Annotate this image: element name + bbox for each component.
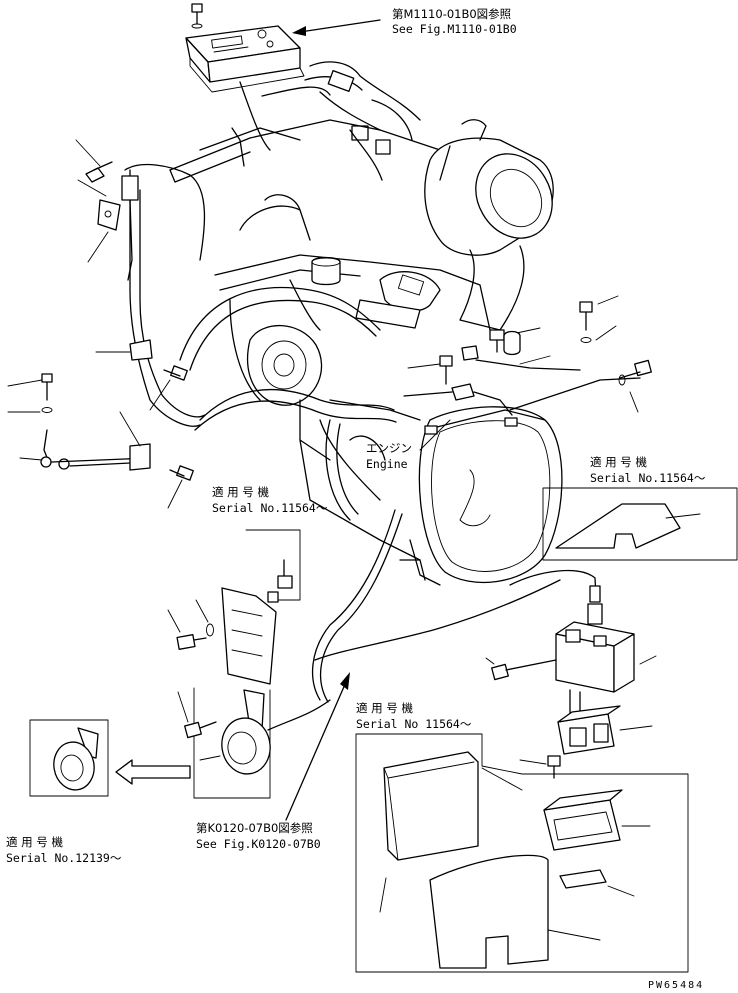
reference-arrow-bottom (285, 672, 350, 821)
air-cleaner (424, 119, 554, 331)
battery-cover-callout (355, 733, 689, 973)
left-harness (121, 163, 397, 521)
left-bracket (75, 139, 121, 263)
engine-label: エンジン Engine (366, 419, 451, 471)
screw-top (191, 3, 203, 29)
serial-c-jp: 適 用 号 機 (356, 701, 413, 715)
engine-block (214, 194, 491, 586)
serial-d-jp: 適 用 号 機 (6, 835, 63, 849)
horn-bracket-area (167, 529, 301, 685)
serial-b-jp: 適 用 号 機 (212, 485, 269, 499)
wiring-harness (239, 61, 421, 181)
horn-main (177, 687, 271, 799)
horn-callout (29, 719, 191, 797)
plate-callout (542, 487, 738, 561)
ref-bottom-en: See Fig.K0120-07B0 (196, 837, 321, 851)
clamp-left-mid (95, 339, 188, 411)
ref-top-jp: 第M1110-01B0図参照 (392, 7, 511, 21)
right-fasteners (403, 295, 652, 416)
engine-label-jp: エンジン (366, 441, 412, 455)
ref-top-en: See Fig.M1110-01B0 (392, 22, 517, 36)
engine-label-en: Engine (366, 457, 408, 471)
text-labels: 第M1110-01B0図参照 See Fig.M1110-01B0 適 用 号 … (6, 7, 706, 991)
flywheel-housing (418, 406, 563, 584)
chassis-frame (169, 119, 471, 183)
monitor-panel (185, 25, 305, 93)
ground-wire-left (7, 373, 194, 509)
ref-bottom-jp: 第K0120-07B0図参照 (196, 821, 313, 835)
serial-b-en: Serial No.11564～ (212, 501, 328, 515)
relay-assembly (485, 585, 657, 779)
serial-a-jp: 適 用 号 機 (590, 455, 647, 469)
battery-cable (267, 509, 597, 731)
drawing-id: PW65484 (648, 980, 704, 991)
reference-arrow-top (292, 19, 381, 36)
serial-a-en: Serial No.11564～ (590, 471, 706, 485)
serial-d-en: Serial No.12139～ (6, 851, 122, 865)
serial-c-en: Serial No 11564～ (356, 717, 472, 731)
